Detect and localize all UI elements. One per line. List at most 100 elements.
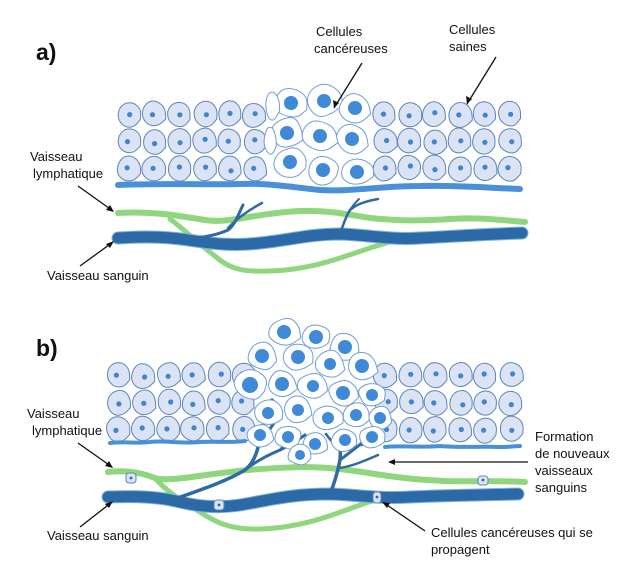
cell-nucleus — [124, 139, 131, 145]
cell-nucleus — [407, 139, 414, 145]
cell-nucleus — [508, 402, 514, 408]
cell-nucleus — [458, 373, 464, 379]
healthy-cell — [448, 362, 473, 388]
cell-nucleus — [322, 412, 334, 424]
cell-membrane — [263, 126, 277, 155]
healthy-cell — [498, 128, 522, 154]
healthy-cell — [499, 415, 524, 442]
healthy-cells-right — [372, 362, 524, 444]
cell-nucleus — [458, 426, 464, 433]
cell-nucleus — [432, 110, 438, 116]
cell-nucleus — [251, 165, 257, 171]
arrow-spreading-cells — [383, 502, 426, 532]
cell-nucleus — [124, 165, 130, 171]
healthy-cell — [422, 416, 447, 443]
degraded-basement-membrane-right — [383, 443, 522, 450]
healthy-cell — [132, 389, 157, 416]
cell-nucleus — [430, 428, 436, 434]
cell-nucleus — [228, 168, 234, 174]
small-vessel-sprouts — [183, 197, 380, 241]
svg-text:lymphatique: lymphatique — [32, 423, 102, 438]
cancer-cell — [308, 155, 339, 186]
blood-vessel — [111, 226, 529, 251]
cell-nucleus — [277, 325, 291, 339]
cell-membrane — [217, 155, 242, 182]
cell-nucleus — [240, 426, 246, 432]
cancer-cell — [254, 399, 284, 425]
cell-nucleus — [150, 165, 156, 171]
healthy-cell — [180, 416, 205, 442]
cell-nucleus — [275, 377, 289, 391]
circulating-cancer-cells — [125, 472, 489, 511]
cell-nucleus — [324, 358, 336, 370]
healthy-cell — [117, 128, 142, 154]
cancer-cell — [273, 147, 307, 178]
cell-nucleus — [282, 431, 294, 443]
cancer-cell — [330, 428, 357, 452]
svg-text:Vaisseau sanguin: Vaisseau sanguin — [47, 268, 149, 283]
cell-nucleus — [252, 137, 258, 143]
svg-text:Cellules: Cellules — [449, 22, 496, 37]
cell-nucleus — [408, 371, 414, 377]
svg-text:sanguins: sanguins — [535, 480, 588, 495]
cancer-cell-in-lymph — [125, 472, 137, 484]
cell-nucleus — [225, 138, 231, 144]
label-lymph-vessel-b: Vaisseau lymphatique — [27, 406, 113, 468]
healthy-cell — [141, 100, 167, 127]
healthy-cells-left — [116, 100, 268, 182]
cell-nucleus — [139, 425, 145, 431]
cancer-cell — [287, 443, 312, 466]
cancer-cell — [328, 379, 360, 407]
healthy-cell — [397, 154, 422, 181]
cell-nucleus — [113, 427, 119, 433]
cell-nucleus — [509, 139, 515, 145]
healthy-cell — [448, 417, 473, 443]
healthy-cell — [421, 101, 446, 128]
cell-nucleus — [295, 450, 305, 460]
cancer-cell — [233, 369, 268, 400]
cancer-cell — [336, 123, 369, 155]
cell-nucleus — [481, 371, 487, 377]
healthy-cell — [217, 128, 241, 155]
cell-nucleus — [460, 402, 466, 408]
healthy-cells-right — [372, 100, 522, 183]
healthy-cell — [143, 129, 167, 155]
label-cancer-cells-a: Cellules cancéreuses — [314, 24, 388, 109]
svg-text:Formation: Formation — [535, 429, 594, 444]
svg-text:de nouveaux: de nouveaux — [535, 446, 610, 461]
cancer-cell — [268, 317, 302, 346]
cell-nucleus — [345, 132, 359, 146]
cell-nucleus — [280, 126, 294, 140]
healthy-cell — [399, 388, 424, 415]
healthy-cell — [423, 362, 448, 389]
cell-nucleus — [262, 407, 274, 419]
cell-nucleus — [142, 374, 148, 380]
cancer-cell — [263, 126, 277, 155]
cancer-cell — [368, 405, 393, 430]
cell-nucleus — [508, 111, 514, 117]
healthy-cell — [448, 101, 473, 129]
cell-nucleus — [380, 111, 387, 117]
healthy-cell — [497, 155, 522, 182]
healthy-cell — [156, 362, 182, 388]
cell-nucleus — [291, 350, 305, 364]
cancer-cell — [306, 83, 343, 118]
cancer-cell — [296, 372, 329, 399]
healthy-cell — [472, 101, 497, 127]
healthy-cell — [423, 390, 448, 416]
cancer-cell — [271, 117, 304, 148]
cell-nucleus — [202, 136, 208, 142]
basement-membrane — [115, 180, 523, 194]
healthy-cell — [447, 127, 472, 154]
cell-nucleus — [408, 399, 414, 405]
cell-nucleus — [203, 164, 209, 170]
cell-nucleus — [431, 139, 437, 145]
healthy-cell — [373, 128, 398, 154]
cell-nucleus — [374, 412, 386, 424]
cell-nucleus — [385, 399, 391, 405]
cell-nucleus — [254, 429, 266, 441]
cell-nucleus — [407, 163, 413, 169]
healthy-cell — [372, 155, 397, 182]
healthy-cell — [116, 155, 142, 182]
